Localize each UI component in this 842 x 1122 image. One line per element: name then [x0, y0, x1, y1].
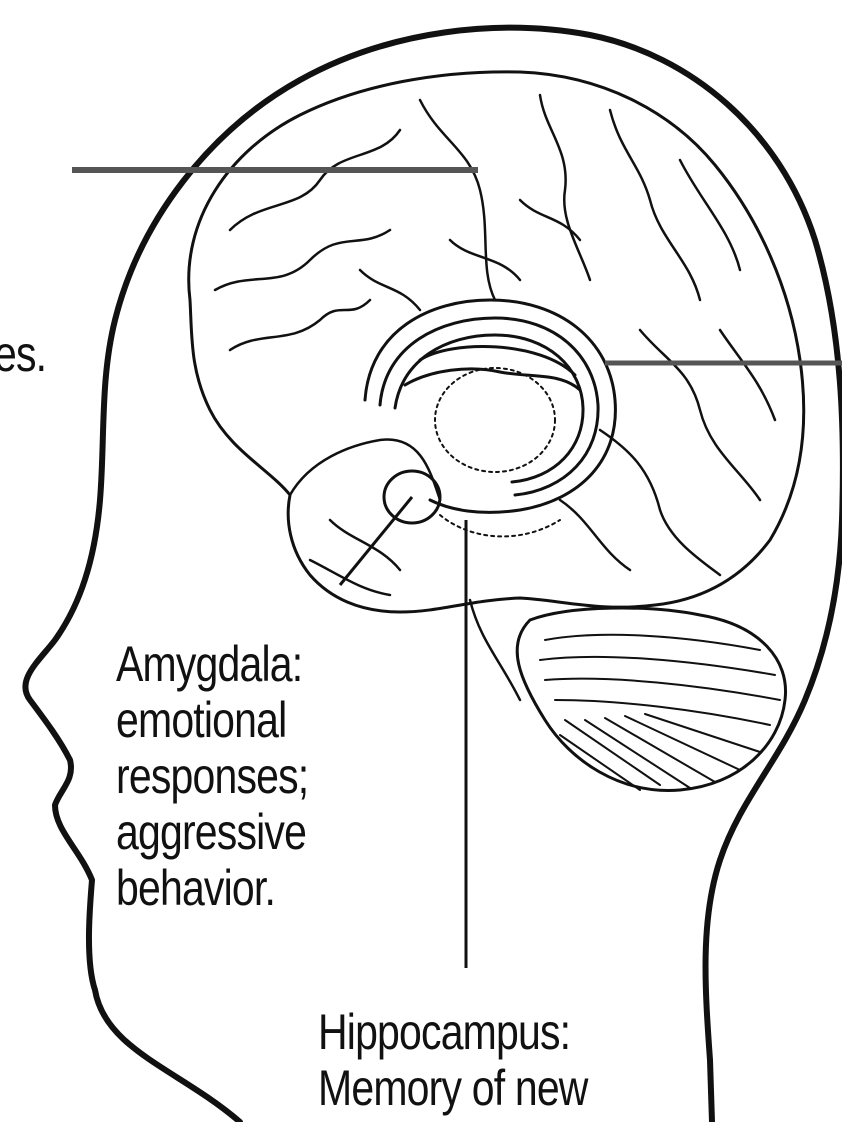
- cerebellum: [517, 608, 785, 790]
- amygdala-label-line: behavior.: [116, 860, 308, 916]
- left-label-text: es.: [0, 326, 46, 382]
- left-label-fragment: es.: [0, 326, 46, 382]
- hippocampus-region: [440, 515, 560, 536]
- pointer-line-amygdala: [340, 497, 412, 585]
- brainstem: [470, 600, 520, 700]
- amygdala-label-line: aggressive: [116, 804, 308, 860]
- amygdala-label-line: Amygdala:: [116, 636, 308, 692]
- amygdala-label-line: emotional: [116, 692, 308, 748]
- amygdala-label-line: responses;: [116, 748, 308, 804]
- hippocampus-label-line: Memory of new: [318, 1060, 588, 1116]
- cerebrum-outline: [189, 72, 804, 612]
- hippocampus-label-line: Hippocampus:: [318, 1004, 588, 1060]
- temporal-lobe-line: [290, 440, 440, 500]
- thalamus: [435, 368, 555, 472]
- amygdala-label: Amygdala: emotional responses; aggressiv…: [116, 636, 308, 916]
- hippocampus-label: Hippocampus: Memory of new: [318, 1004, 588, 1116]
- limbic-arcs: [365, 300, 615, 512]
